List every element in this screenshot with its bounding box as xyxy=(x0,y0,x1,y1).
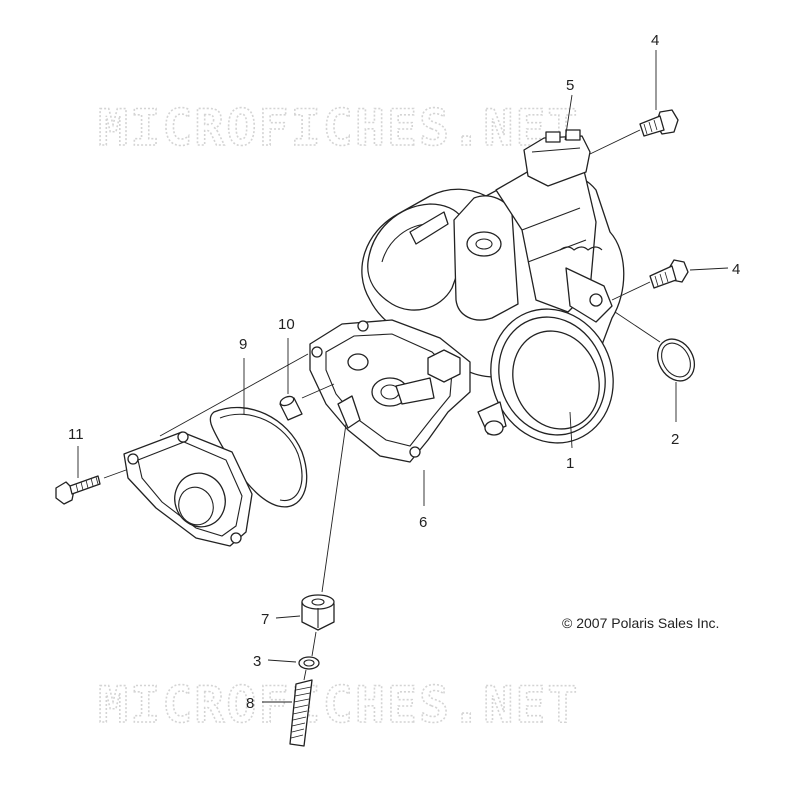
callout-2: 2 xyxy=(671,431,679,448)
callout-3: 3 xyxy=(253,653,261,670)
callout-4-top: 4 xyxy=(651,32,659,49)
copyright-text: © 2007 Polaris Sales Inc. xyxy=(562,615,719,631)
callout-1: 1 xyxy=(566,455,574,472)
stud-8[interactable] xyxy=(289,679,313,747)
screw-4-right[interactable] xyxy=(649,259,689,289)
callout-10: 10 xyxy=(278,316,295,333)
callout-labels: 4 5 4 2 1 6 10 9 11 7 3 8 xyxy=(68,32,740,712)
screw-11[interactable] xyxy=(55,475,101,505)
callout-7: 7 xyxy=(261,611,269,628)
cover-housing[interactable] xyxy=(309,319,471,463)
dowel-10[interactable] xyxy=(279,395,303,421)
washer-3[interactable] xyxy=(298,656,320,670)
callout-11: 11 xyxy=(68,426,84,443)
nut-7[interactable] xyxy=(301,594,335,631)
callout-5: 5 xyxy=(566,77,574,94)
leader-lines xyxy=(77,50,729,703)
watermark-bottom: MICROFICHES.NET xyxy=(98,676,580,734)
callout-8: 8 xyxy=(246,695,254,712)
throttle-body[interactable] xyxy=(361,129,633,462)
callout-9: 9 xyxy=(239,336,247,353)
screw-4-top[interactable] xyxy=(639,109,679,137)
callout-6: 6 xyxy=(419,514,427,531)
end-cover[interactable] xyxy=(123,431,253,547)
watermark-top: MICROFICHES.NET xyxy=(98,99,580,157)
gasket[interactable] xyxy=(209,406,308,508)
callout-4-right: 4 xyxy=(732,261,740,278)
